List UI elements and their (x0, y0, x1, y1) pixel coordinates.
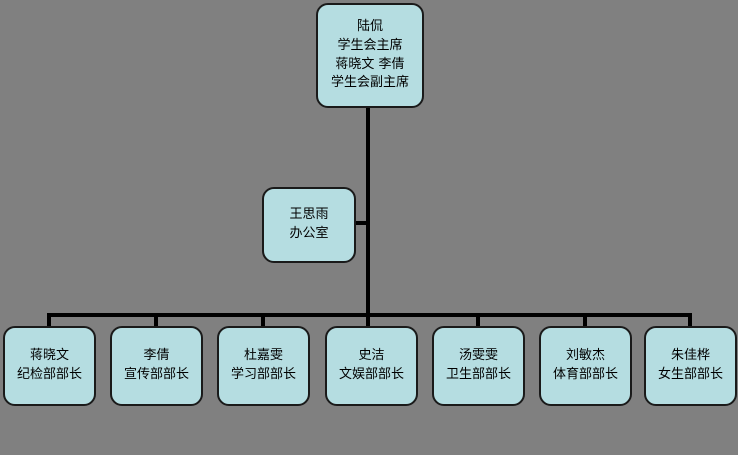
node-department-publicity[interactable]: 李倩 宣传部部长 (110, 326, 203, 406)
node-department-girls-role: 女生部部长 (657, 367, 723, 382)
node-department-sports[interactable]: 刘敏杰 体育部部长 (539, 326, 632, 406)
node-department-girls[interactable]: 朱佳桦 女生部部长 (644, 326, 737, 406)
node-president-line-4: 学生会副主席 (330, 75, 409, 91)
node-department-study-name: 杜嘉雯 (243, 348, 283, 364)
connector-drop-2 (154, 313, 158, 327)
connector-drop-3 (261, 313, 265, 327)
node-president-line-1: 陆侃 (356, 18, 383, 34)
node-department-health[interactable]: 汤雯雯 卫生部部长 (432, 326, 525, 406)
node-department-sports-role: 体育部部长 (552, 367, 618, 382)
connector-drop-1 (47, 313, 51, 327)
node-president-line-2: 学生会主席 (337, 37, 403, 53)
node-office-name: 王思雨 (289, 207, 329, 223)
node-department-publicity-role: 宣传部部长 (123, 367, 189, 382)
node-department-health-name: 汤雯雯 (458, 348, 498, 364)
connector-drop-5 (476, 313, 480, 327)
connector-root-trunk (366, 105, 370, 315)
node-department-discipline-role: 纪检部部长 (16, 367, 82, 382)
node-department-entertainment-name: 史洁 (358, 348, 385, 364)
connector-drop-4 (366, 313, 370, 327)
node-department-entertainment[interactable]: 史洁 文娱部部长 (325, 326, 418, 406)
node-department-study[interactable]: 杜嘉雯 学习部部长 (217, 326, 310, 406)
connector-drop-7 (688, 313, 692, 327)
node-department-girls-name: 朱佳桦 (670, 348, 710, 364)
node-office[interactable]: 王思雨 办公室 (262, 187, 356, 263)
node-department-publicity-name: 李倩 (143, 348, 170, 364)
node-president-line-3: 蒋晓文 李倩 (335, 56, 405, 72)
node-office-role: 办公室 (289, 226, 329, 241)
node-department-sports-name: 刘敏杰 (565, 348, 605, 364)
connector-office-branch (354, 221, 368, 225)
connector-drop-6 (583, 313, 587, 327)
node-department-health-role: 卫生部部长 (445, 367, 511, 382)
node-department-discipline-name: 蒋晓文 (29, 348, 69, 364)
node-president[interactable]: 陆侃 学生会主席 蒋晓文 李倩 学生会副主席 (316, 3, 424, 108)
node-department-entertainment-role: 文娱部部长 (338, 367, 404, 382)
node-department-study-role: 学习部部长 (230, 367, 296, 382)
node-department-discipline[interactable]: 蒋晓文 纪检部部长 (3, 326, 96, 406)
